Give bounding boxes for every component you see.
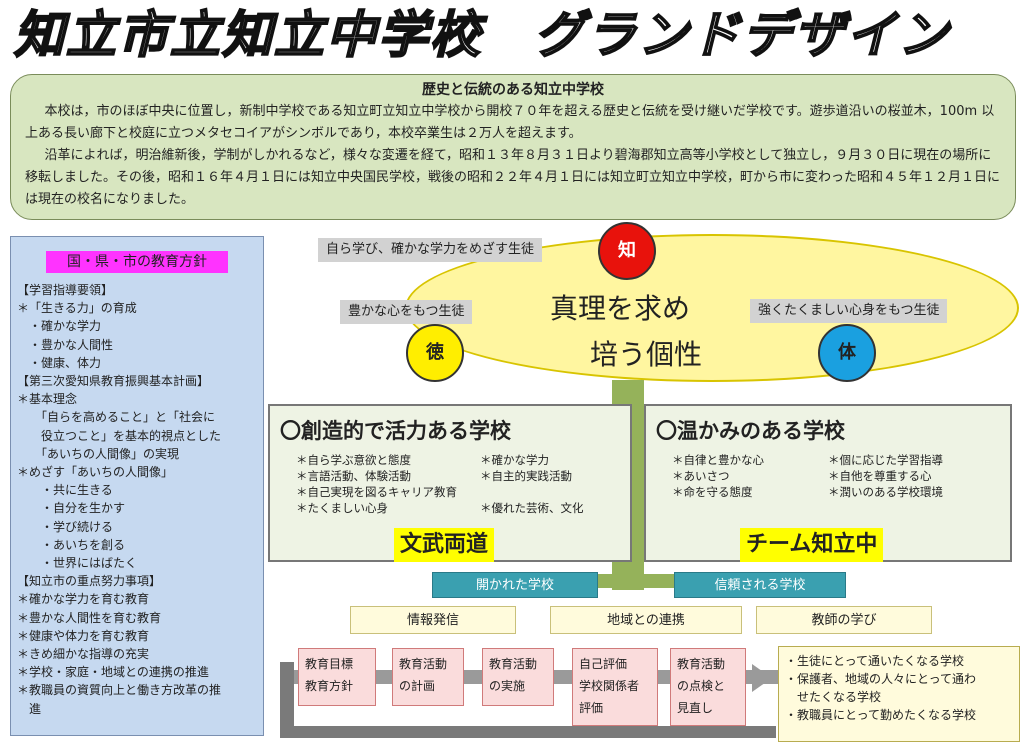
result-item: ・教職員にとって勤めたくなる学校 — [785, 708, 977, 722]
cycle-text: 見直し — [677, 701, 714, 715]
cycle-text: 教育活動 — [677, 657, 726, 671]
chi-circle: 知 — [598, 222, 656, 280]
cycle-step-act: 教育活動 の点検と 見直し — [670, 648, 746, 726]
warm-item: ＊自律と豊かな心 — [672, 453, 764, 467]
policy-line: ・共に生きる — [17, 483, 113, 498]
policy-line: 【第三次愛知県教育振興基本計画】 — [17, 374, 210, 389]
creative-school-box: 〇創造的で活力ある学校 ＊自ら学ぶ意欲と態度 ＊言語活動、体験活動 ＊自己実現を… — [268, 404, 632, 562]
policy-line: ＊めざす「あいちの人間像」 — [17, 465, 174, 480]
cycle-step-check: 自己評価 学校関係者 評価 — [572, 648, 658, 726]
cycle-text: 教育活動 — [399, 657, 448, 671]
trusted-school-tag: 信頼される学校 — [674, 572, 846, 598]
creative-title: 〇創造的で活力ある学校 — [280, 419, 511, 443]
policy-line: ＊「生きる力」の育成 — [17, 301, 137, 316]
cycle-step-do: 教育活動 の実施 — [482, 648, 554, 706]
creative-item: ＊自己実現を図るキャリア教育 — [296, 485, 457, 499]
policy-line: ＊豊かな人間性を育む教育 — [17, 610, 162, 625]
policy-line: 「あいちの人間像」の実現 — [17, 446, 180, 461]
policy-line: ・あいちを創る — [17, 537, 126, 552]
policy-line: ・健康、体力 — [17, 355, 102, 370]
cycle-arrowhead — [752, 664, 772, 692]
policy-line: ・学び続ける — [17, 519, 114, 534]
creative-motto: 文武両道 — [394, 528, 495, 562]
cycle-step-plan: 教育活動 の計画 — [392, 648, 464, 706]
history-box: 歴史と伝統のある知立中学校 本校は，市のほぼ中央に位置し，新制中学校である知立町… — [10, 74, 1016, 220]
warm-title: 〇温かみのある学校 — [656, 419, 845, 443]
warm-motto: チーム知立中 — [740, 528, 884, 562]
history-paragraph-1: 本校は，市のほぼ中央に位置し，新制中学校である知立町立知立中学校から開校７０年を… — [25, 104, 995, 141]
creative-item: ＊確かな学力 — [480, 453, 549, 467]
creative-item: ＊優れた芸術、文化 — [480, 501, 584, 515]
info-tag: 情報発信 — [350, 606, 516, 634]
toku-circle: 徳 — [406, 324, 464, 382]
policy-line: ・豊かな人間性 — [17, 337, 114, 352]
open-school-tag: 開かれた学校 — [432, 572, 598, 598]
cycle-text: 教育活動 — [489, 657, 538, 671]
policy-list: 【学習指導要領】 ＊「生きる力」の育成 ・確かな学力 ・豊かな人間性 ・健康、体力… — [17, 281, 257, 718]
toku-label: 豊かな心をもつ生徒 — [340, 300, 473, 324]
policy-line: 進 — [17, 701, 42, 716]
warm-item: ＊あいさつ — [672, 469, 730, 483]
policy-line: ＊健康や体力を育む教育 — [17, 628, 150, 643]
policy-line: ・確かな学力 — [17, 319, 102, 334]
warm-item: ＊自他を尊重する心 — [828, 469, 932, 483]
policy-line: 「自らを高めること」と「社会に — [17, 410, 216, 425]
policy-line: 役立つこと」を基本的視点とした — [17, 428, 222, 443]
warm-school-box: 〇温かみのある学校 ＊自律と豊かな心 ＊あいさつ ＊命を守る態度 ＊個に応じた学… — [644, 404, 1012, 562]
tai-circle: 体 — [818, 324, 876, 382]
history-title: 歴史と伝統のある知立中学校 — [422, 82, 604, 98]
community-tag: 地域との連携 — [550, 606, 742, 634]
policy-line: ＊確かな学力を育む教育 — [17, 592, 150, 607]
cycle-text: の点検と — [677, 679, 726, 693]
warm-item: ＊潤いのある学校環境 — [828, 485, 943, 499]
history-paragraph-2: 沿革によれば，明治維新後，学制がしかれるなど，様々な変遷を経て，昭和１３年８月３… — [25, 148, 1001, 207]
teacher-tag: 教師の学び — [756, 606, 932, 634]
result-item: ・生徒にとって通いたくなる学校 — [785, 654, 965, 668]
vision-line-2: 培う個性 — [590, 338, 703, 371]
vision-line-1: 真理を求め — [549, 292, 690, 325]
warm-item: ＊個に応じた学習指導 — [828, 453, 943, 467]
result-item: せたくなる学校 — [785, 690, 882, 704]
policy-line: ＊きめ細かな指導の充実 — [17, 647, 150, 662]
creative-item: ＊たくましい心身 — [296, 501, 388, 515]
policy-line: ＊基本理念 — [17, 392, 78, 407]
creative-item: ＊自ら学ぶ意欲と態度 — [296, 453, 411, 467]
creative-item: ＊自主的実践活動 — [480, 469, 572, 483]
cycle-return-left — [280, 662, 294, 738]
page-title: 知立市立知立中学校 グランドデザイン — [13, 5, 950, 65]
policy-line: ・自分を生かす — [17, 501, 126, 516]
chi-label: 自ら学び、確かな学力をめざす生徒 — [318, 238, 543, 262]
policy-line: ＊教職員の資質向上と働き方改革の推 — [17, 683, 222, 698]
tai-label: 強くたくましい心身をもつ生徒 — [750, 299, 948, 323]
results-box: ・生徒にとって通いたくなる学校 ・保護者、地域の人々にとって通わ せたくなる学校… — [778, 646, 1020, 742]
creative-item — [480, 484, 584, 500]
policy-line: ・世界にはばたく — [17, 556, 138, 571]
policy-line: 【学習指導要領】 — [17, 283, 114, 297]
policy-heading: 国・県・市の教育方針 — [46, 251, 228, 273]
cycle-return-bottom — [280, 726, 776, 738]
result-item: ・保護者、地域の人々にとって通わ — [785, 672, 977, 686]
cycle-text: 教育方針 — [305, 679, 354, 693]
policy-line: 【知立市の重点努力事項】 — [17, 574, 162, 589]
cycle-text: の実施 — [489, 679, 526, 693]
creative-items: ＊自ら学ぶ意欲と態度 ＊言語活動、体験活動 ＊自己実現を図るキャリア教育 ＊たく… — [280, 452, 620, 516]
education-policy-panel: 国・県・市の教育方針 【学習指導要領】 ＊「生きる力」の育成 ・確かな学力 ・豊か… — [10, 236, 264, 736]
cycle-text: 学校関係者 — [579, 679, 640, 693]
policy-line: ＊学校・家庭・地域との連携の推進 — [17, 665, 209, 680]
cycle-text: 評価 — [579, 701, 604, 715]
cycle-text: 教育目標 — [305, 657, 354, 671]
cycle-step-goal: 教育目標 教育方針 — [298, 648, 376, 706]
warm-item: ＊命を守る態度 — [672, 485, 753, 499]
cycle-text: の計画 — [399, 679, 436, 693]
warm-items: ＊自律と豊かな心 ＊あいさつ ＊命を守る態度 ＊個に応じた学習指導 ＊自他を尊重… — [656, 452, 1000, 500]
cycle-text: 自己評価 — [579, 657, 628, 671]
creative-item: ＊言語活動、体験活動 — [296, 469, 411, 483]
